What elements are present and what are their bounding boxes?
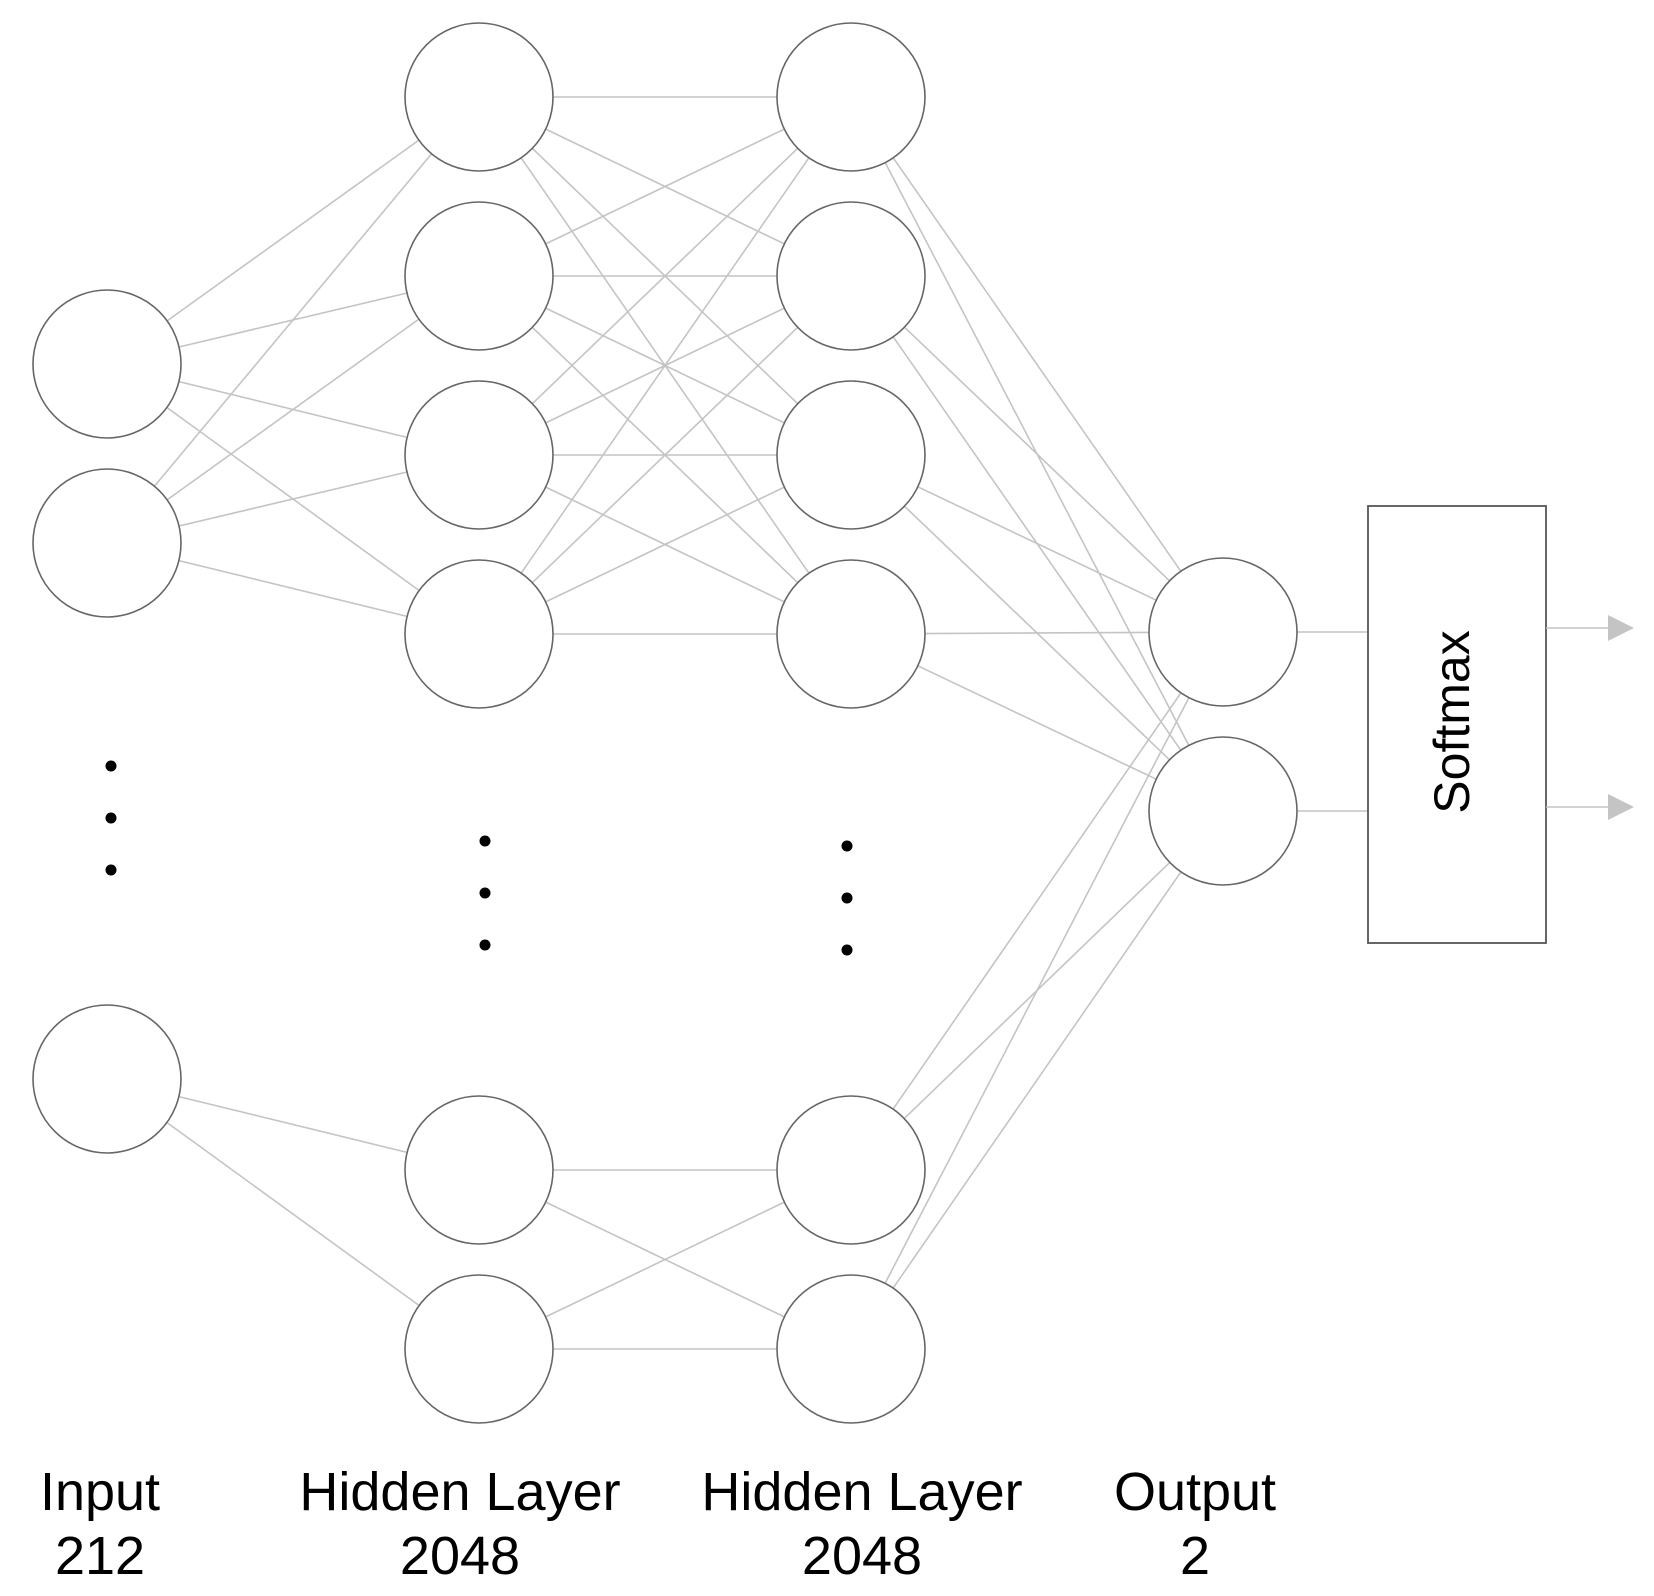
hidden1-node-1 bbox=[404, 22, 554, 172]
output-arrow-1-head bbox=[1608, 615, 1634, 641]
input-ellipsis-dot-1 bbox=[105, 760, 117, 772]
edge-input-1-to-hidden1-1 bbox=[166, 139, 420, 322]
edge-hidden2-3-to-output-1 bbox=[917, 486, 1157, 601]
hidden1-node-5 bbox=[404, 1095, 554, 1245]
softmax-box bbox=[1367, 505, 1547, 944]
edge-hidden1-3-to-hidden2-1 bbox=[531, 147, 799, 405]
input-layer-name: Input bbox=[39, 1462, 161, 1522]
edge-hidden1-6-to-hidden2-5 bbox=[545, 1201, 785, 1318]
hidden1-node-6 bbox=[404, 1274, 554, 1424]
edge-hidden2-4-to-output-1 bbox=[924, 631, 1150, 635]
hidden2-node-1 bbox=[776, 22, 926, 172]
edge-hidden2-5-to-output-1 bbox=[892, 692, 1182, 1110]
hidden-layer-1-name: Hidden Layer bbox=[299, 1462, 621, 1522]
hidden2-node-5 bbox=[776, 1095, 926, 1245]
edge-input-3-to-hidden1-6 bbox=[166, 1121, 420, 1307]
hidden-layer-2-label: Hidden Layer 2048 bbox=[692, 1460, 1032, 1588]
hidden-layer-1-label: Hidden Layer 2048 bbox=[290, 1460, 630, 1588]
edge-hidden2-4-to-output-2 bbox=[917, 665, 1157, 780]
edge-hidden2-2-to-output-1 bbox=[903, 326, 1171, 582]
hidden2-ellipsis-dot-1 bbox=[841, 840, 853, 852]
hidden1-ellipsis-dot-2 bbox=[479, 887, 491, 899]
output-layer-name: Output bbox=[1113, 1462, 1277, 1522]
output-layer-label: Output 2 bbox=[1090, 1460, 1300, 1588]
hidden2-node-6 bbox=[776, 1274, 926, 1424]
hidden2-node-3 bbox=[776, 380, 926, 530]
input-ellipsis-dot-3 bbox=[105, 864, 117, 876]
edge-hidden2-6-to-output-2 bbox=[892, 871, 1182, 1289]
hidden2-ellipsis-dot-3 bbox=[841, 944, 853, 956]
hidden2-node-4 bbox=[776, 559, 926, 709]
hidden1-node-4 bbox=[404, 559, 554, 709]
hidden2-ellipsis-dot-2 bbox=[841, 892, 853, 904]
edge-input-2-to-hidden1-1 bbox=[153, 153, 433, 487]
connections bbox=[153, 96, 1368, 1350]
softmax-label: Softmax bbox=[1424, 630, 1480, 813]
hidden1-ellipsis-dot-3 bbox=[479, 939, 491, 951]
hidden1-ellipsis-dot-1 bbox=[479, 835, 491, 847]
edge-hidden2-6-to-output-1 bbox=[884, 697, 1190, 1284]
input-layer-label: Input 212 bbox=[20, 1460, 180, 1588]
output-node-2 bbox=[1148, 736, 1298, 886]
edge-input-2-to-hidden1-3 bbox=[178, 471, 408, 527]
edge-hidden1-4-to-hidden2-1 bbox=[520, 157, 810, 574]
output-arrow-2-head bbox=[1608, 794, 1634, 820]
edge-hidden2-1-to-output-1 bbox=[892, 157, 1182, 572]
input-layer-size: 212 bbox=[54, 1526, 146, 1586]
edge-input-2-to-hidden1-2 bbox=[166, 318, 420, 501]
input-node-2 bbox=[32, 468, 182, 618]
input-node-1 bbox=[32, 289, 182, 439]
output-node-1 bbox=[1148, 557, 1298, 707]
hidden1-node-3 bbox=[404, 380, 554, 530]
edge-hidden1-4-to-hidden2-2 bbox=[531, 326, 799, 584]
edge-input-2-to-hidden1-4 bbox=[178, 559, 408, 618]
ellipsis-dots bbox=[105, 760, 853, 956]
hidden1-node-2 bbox=[404, 201, 554, 351]
edge-hidden1-2-to-hidden2-1 bbox=[545, 128, 785, 245]
output-layer-size: 2 bbox=[1179, 1526, 1211, 1586]
input-node-3 bbox=[32, 1004, 182, 1154]
input-ellipsis-dot-2 bbox=[105, 812, 117, 824]
edge-input-3-to-hidden1-5 bbox=[178, 1095, 408, 1154]
hidden-layer-2-name: Hidden Layer bbox=[701, 1462, 1023, 1522]
edge-hidden1-4-to-hidden2-3 bbox=[545, 486, 785, 603]
hidden-layer-2-size: 2048 bbox=[801, 1526, 923, 1586]
neurons bbox=[32, 22, 1298, 1424]
hidden2-node-2 bbox=[776, 201, 926, 351]
hidden-layer-1-size: 2048 bbox=[399, 1526, 521, 1586]
